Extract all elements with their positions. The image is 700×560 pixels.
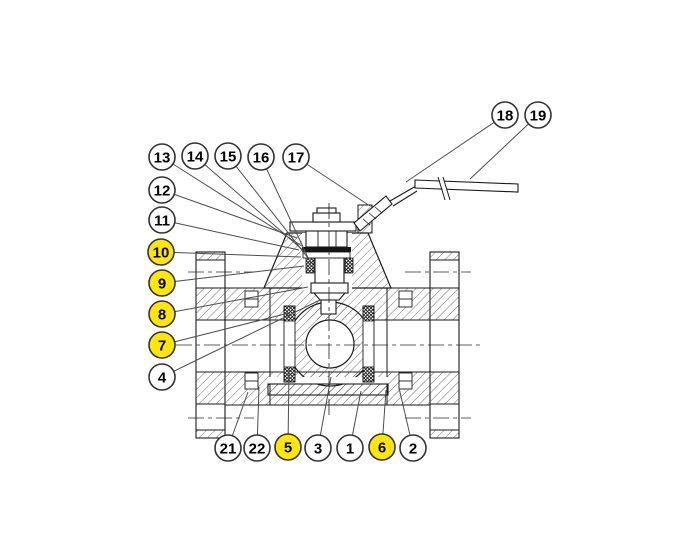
- leader-line-17: [295, 156, 371, 207]
- balloon-circle[interactable]: [214, 434, 242, 462]
- handle-base-bar: [289, 221, 357, 232]
- balloon-circle[interactable]: [282, 143, 310, 171]
- balloon-circle[interactable]: [148, 143, 176, 171]
- balloon-3[interactable]: 3: [304, 434, 332, 462]
- balloon-number: 1: [346, 441, 354, 458]
- leader-line-19: [469, 114, 539, 180]
- balloon-number: 8: [158, 307, 166, 324]
- balloon-number: 4: [158, 370, 167, 387]
- balloon-circle-highlighted[interactable]: [147, 238, 175, 266]
- balloon-22[interactable]: 22: [243, 434, 271, 462]
- balloon-number: 5: [284, 440, 292, 457]
- balloon-number: 21: [220, 441, 237, 458]
- balloon-6[interactable]: 6: [368, 433, 396, 461]
- balloon-17[interactable]: 17: [282, 143, 310, 171]
- stem-packing-right: [344, 257, 354, 274]
- balloon-12[interactable]: 12: [148, 176, 176, 204]
- stem-nut: [312, 212, 341, 223]
- leader-line-7: [161, 312, 290, 346]
- leader-line-14: [194, 155, 306, 253]
- balloon-circle[interactable]: [181, 142, 209, 170]
- balloon-15[interactable]: 15: [214, 142, 242, 170]
- balloon-2[interactable]: 2: [399, 434, 427, 462]
- balloon-10[interactable]: 10: [147, 238, 175, 266]
- balloon-number: 18: [497, 108, 514, 125]
- balloon-number: 12: [154, 183, 171, 200]
- leader-line-9: [161, 265, 305, 284]
- balloon-circle[interactable]: [491, 101, 519, 129]
- gland-nut: [305, 229, 348, 248]
- valve-drawing: [176, 176, 519, 439]
- balloon-number: 16: [253, 150, 270, 167]
- leader-line-4: [161, 299, 321, 378]
- leader-line-10: [160, 251, 302, 258]
- body-bolts: [244, 290, 413, 390]
- balloon-16[interactable]: 16: [247, 143, 275, 171]
- balloon-circle-highlighted[interactable]: [368, 433, 396, 461]
- stem-tang: [320, 299, 337, 315]
- balloon-circle-highlighted[interactable]: [148, 269, 176, 297]
- balloon-circle[interactable]: [148, 206, 176, 234]
- balloon-number: 9: [158, 276, 166, 293]
- leader-line-11: [161, 219, 300, 251]
- balloon-circle[interactable]: [148, 176, 176, 204]
- balloon-circle-highlighted[interactable]: [148, 300, 176, 328]
- balloon-number: 7: [158, 338, 166, 355]
- stem-packing-left: [305, 257, 315, 274]
- balloon-circle-highlighted[interactable]: [274, 433, 302, 461]
- balloon-number: 19: [530, 108, 547, 125]
- balloon-number: 2: [409, 441, 417, 458]
- leader-line-16: [260, 156, 312, 265]
- balloon-13[interactable]: 13: [148, 143, 176, 171]
- handle-grip: [414, 179, 519, 193]
- balloon-14[interactable]: 14: [181, 142, 209, 170]
- balloon-number: 11: [154, 213, 170, 230]
- balloon-circle[interactable]: [214, 142, 242, 170]
- balloon-number: 13: [154, 150, 171, 167]
- balloon-circle[interactable]: [247, 143, 275, 171]
- ball-bore: [305, 319, 355, 369]
- balloon-4[interactable]: 4: [148, 363, 176, 391]
- ball: [287, 301, 373, 387]
- balloon-number: 14: [187, 149, 204, 166]
- balloon-circle[interactable]: [148, 363, 176, 391]
- balloon-circle[interactable]: [399, 434, 427, 462]
- balloon-9[interactable]: 9: [148, 269, 176, 297]
- leader-line-15: [227, 155, 309, 259]
- balloon-8[interactable]: 8: [148, 300, 176, 328]
- seat-right: [362, 305, 375, 383]
- stem-nut-cap: [316, 207, 337, 214]
- balloon-number: 22: [249, 441, 266, 458]
- centerlines: [176, 203, 484, 419]
- flange-left: [195, 251, 226, 439]
- balloon-circle[interactable]: [524, 101, 552, 129]
- balloon-5[interactable]: 5: [274, 433, 302, 461]
- balloon-number: 15: [220, 149, 237, 166]
- balloon-18[interactable]: 18: [491, 101, 519, 129]
- balloon-circle-highlighted[interactable]: [148, 331, 176, 359]
- balloon-1[interactable]: 1: [336, 434, 364, 462]
- balloon-number: 6: [378, 440, 386, 457]
- balloon-7[interactable]: 7: [148, 331, 176, 359]
- balloon-circle[interactable]: [304, 434, 332, 462]
- balloon-circle[interactable]: [243, 434, 271, 462]
- handle-lever: [353, 176, 519, 232]
- leader-line-8: [161, 286, 309, 315]
- balloon-circle[interactable]: [336, 434, 364, 462]
- balloon-11[interactable]: 11: [148, 206, 176, 234]
- balloon-number: 10: [153, 245, 170, 262]
- gland-washer: [302, 247, 351, 252]
- leader-line-18: [405, 114, 506, 183]
- balloon-19[interactable]: 19: [524, 101, 552, 129]
- balloon-number: 17: [288, 150, 305, 167]
- leader-line-13: [161, 156, 303, 247]
- balloon-21[interactable]: 21: [214, 434, 242, 462]
- balloon-number: 3: [314, 441, 322, 458]
- grip-break-marks: [437, 176, 451, 201]
- seat-left: [283, 305, 296, 383]
- leader-line-12: [161, 189, 298, 239]
